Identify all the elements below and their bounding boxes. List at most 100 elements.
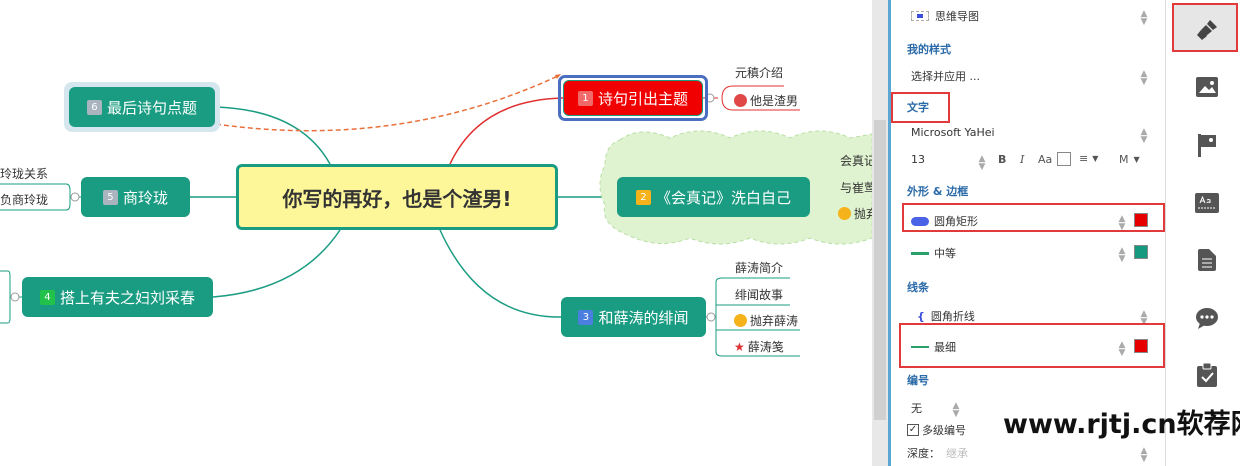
text-case-button[interactable]: Aa [1038, 153, 1053, 166]
align-dropdown[interactable]: ≡▼ [1079, 152, 1098, 165]
subtopic[interactable]: ★薛涛笺 [734, 338, 784, 355]
topic-number: 4 [39, 289, 55, 305]
selection-outline [558, 75, 708, 121]
spinner-icon[interactable]: ▲▼ [1140, 127, 1148, 145]
numbering-select[interactable]: 无 [911, 402, 922, 415]
border-label: 中等 [934, 247, 956, 260]
highlight-box [902, 203, 1165, 232]
font-weight-dropdown[interactable]: M▼ [1119, 153, 1140, 166]
right-icon-bar [1165, 0, 1240, 466]
topic-number: 5 [102, 189, 118, 205]
text-color-swatch[interactable] [1057, 152, 1071, 166]
italic-button[interactable]: I [1020, 153, 1025, 166]
border-color-swatch[interactable] [1134, 245, 1148, 259]
central-topic[interactable]: 你写的再好，也是个渣男! [236, 164, 558, 230]
subtopic[interactable]: 负商玲珑 [0, 193, 49, 207]
topic-number: 1 [577, 90, 593, 106]
shape-label: 圆角矩形 [934, 215, 978, 228]
brush-icon[interactable] [1193, 16, 1221, 44]
subtopic-label: 他是渣男 [750, 94, 799, 108]
scrollbar-thumb[interactable] [874, 120, 886, 420]
checkbox-checked-icon: ✓ [907, 424, 919, 436]
line-type-label: 圆角折线 [930, 310, 975, 323]
topic-number: 2 [635, 189, 651, 205]
spinner-icon[interactable]: ▲▼ [1140, 9, 1148, 27]
comment-icon[interactable] [1193, 304, 1221, 332]
image-icon[interactable] [1193, 73, 1221, 101]
topic-2[interactable]: 2《会真记》洗白自己 [617, 177, 810, 217]
subtopic[interactable]: 抛弃 [838, 205, 872, 222]
star-icon: ★ [734, 340, 745, 354]
spinner-icon[interactable]: ▲▼ [1140, 446, 1148, 464]
depth-label: 深度： [907, 447, 940, 460]
subtopic[interactable]: 绯闻故事 [735, 288, 784, 302]
topic-number: 6 [86, 99, 102, 115]
flag-icon[interactable] [1193, 131, 1221, 159]
multilevel-checkbox[interactable]: ✓多级编号 [907, 422, 966, 438]
subtopic[interactable]: 薛涛简介 [735, 261, 784, 275]
subtopic[interactable]: 他是渣男 [734, 92, 798, 109]
subtopic[interactable]: 会真记 [840, 154, 872, 168]
subtopic[interactable]: 玲珑关系 [0, 167, 49, 181]
border-select[interactable]: 中等 [911, 245, 956, 261]
depth-select[interactable]: 继承 [946, 447, 968, 460]
my-style-select[interactable]: 选择并应用 ... [911, 70, 980, 83]
highlight-box [899, 323, 1165, 368]
text-style-icon[interactable] [1193, 189, 1221, 217]
section-my-style: 我的样式 [907, 43, 951, 56]
subtopic-label: 抛弃 [854, 207, 872, 221]
line-color-swatch[interactable] [1134, 339, 1148, 353]
document-icon[interactable] [1193, 246, 1221, 274]
subtopic[interactable]: 元稹介绍 [735, 66, 784, 80]
line-thickness-icon [911, 251, 929, 255]
subtopic-label: 薛涛笺 [747, 340, 784, 354]
font-size-input[interactable]: 13 [911, 153, 925, 166]
highlight-box [891, 92, 950, 123]
section-shape-border: 外形 & 边框 [907, 185, 969, 198]
crying-face-icon [838, 207, 851, 220]
rounded-elbow-icon: { [917, 309, 925, 323]
angry-face-icon [734, 94, 747, 107]
section-numbering: 编号 [907, 374, 929, 387]
spinner-icon[interactable]: ▲▼ [1118, 246, 1126, 264]
chevron-down-icon: ▼ [1133, 155, 1140, 164]
spinner-icon[interactable]: ▲▼ [952, 401, 960, 419]
topic-label: 和薛涛的绯闻 [598, 308, 689, 327]
font-select[interactable]: Microsoft YaHei [911, 126, 995, 139]
line-thickness-icon [911, 346, 929, 348]
topic-label: 搭上有夫之妇刘采春 [59, 288, 195, 307]
spinner-icon[interactable]: ▲▼ [978, 154, 986, 172]
topic-label: 最后诗句点题 [106, 98, 197, 117]
rounded-rect-icon [911, 216, 929, 226]
topic-number: 3 [578, 309, 594, 325]
clipboard-check-icon[interactable] [1193, 361, 1221, 389]
spinner-icon[interactable]: ▲▼ [1118, 214, 1126, 232]
format-panel: 思维导图 ▲▼ 我的样式 选择并应用 ... ▲▼ 文字 Microsoft Y… [888, 0, 1165, 466]
crying-face-icon [734, 314, 747, 327]
shape-select[interactable]: 圆角矩形 [911, 213, 978, 229]
line-width-select[interactable]: 最细 [911, 339, 956, 355]
spinner-icon[interactable]: ▲▼ [1140, 69, 1148, 87]
spinner-icon[interactable]: ▲▼ [1140, 309, 1148, 327]
structure-label: 思维导图 [935, 10, 979, 23]
bold-button[interactable]: B [998, 153, 1007, 166]
topic-label: 商玲珑 [122, 188, 168, 207]
line-type-select[interactable]: { 圆角折线 [911, 308, 975, 324]
subtopic[interactable]: 抛弃薛涛 [734, 312, 798, 329]
mindmap-structure-icon [911, 11, 929, 21]
shape-color-swatch[interactable] [1134, 213, 1148, 227]
section-line: 线条 [907, 281, 929, 294]
subtopic-label: 抛弃薛涛 [750, 314, 799, 328]
subtopic[interactable]: 与崔莺 [840, 181, 872, 195]
watermark: www.rjtj.cn软荐网 [1003, 409, 1240, 440]
spinner-icon[interactable]: ▲▼ [1118, 340, 1126, 358]
structure-select[interactable]: 思维导图 [911, 8, 979, 24]
font-weight-label: M [1119, 153, 1129, 166]
multilevel-label: 多级编号 [922, 424, 966, 437]
